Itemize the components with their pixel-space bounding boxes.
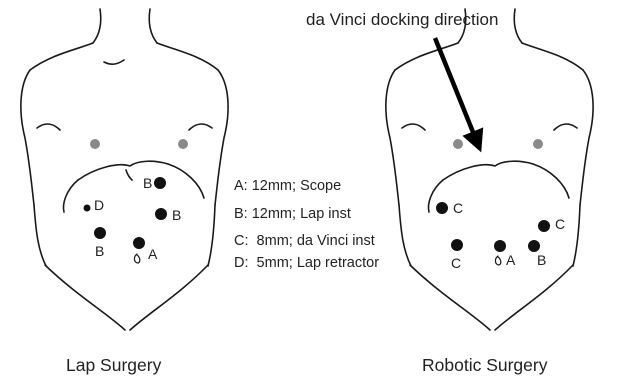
lap-xiphoid bbox=[126, 170, 132, 180]
lap-ports: B D B B A bbox=[84, 175, 182, 263]
robotic-hip-right bbox=[573, 205, 580, 266]
lap-port-A bbox=[133, 237, 145, 249]
robotic-clavicle-right bbox=[522, 43, 583, 70]
lap-port-D-label: D bbox=[94, 197, 104, 213]
lap-costal-top bbox=[78, 161, 168, 180]
robotic-port-C2-label: C bbox=[555, 216, 565, 232]
lap-port-B3 bbox=[94, 227, 106, 239]
lap-port-B2 bbox=[155, 208, 167, 220]
lap-costal-left bbox=[64, 180, 78, 212]
robotic-side-right bbox=[580, 70, 593, 205]
lap-hip-right bbox=[208, 205, 215, 266]
robotic-port-B-label: B bbox=[537, 252, 546, 268]
robotic-port-C1-label: C bbox=[453, 200, 463, 216]
lap-nipple-left bbox=[90, 139, 100, 149]
lap-pelvis-right bbox=[130, 265, 208, 330]
robotic-port-C3-label: C bbox=[451, 255, 461, 271]
lap-side-right bbox=[215, 70, 228, 205]
legend-item-b: B: 12mm; Lap inst bbox=[234, 206, 351, 222]
lap-torso bbox=[21, 9, 228, 330]
docking-arrow-icon bbox=[435, 38, 477, 142]
robotic-port-A bbox=[494, 240, 506, 252]
robotic-port-C2 bbox=[538, 220, 550, 232]
robotic-port-C3 bbox=[451, 239, 463, 251]
robotic-pelvis-left bbox=[410, 265, 490, 330]
robotic-torso bbox=[386, 9, 593, 330]
lap-title: Lap Surgery bbox=[66, 355, 162, 375]
lap-neck-left bbox=[93, 9, 101, 43]
legend-item-c: C: 8mm; da Vinci inst bbox=[234, 233, 375, 249]
lap-hip-left bbox=[34, 205, 46, 266]
legend-item-d: D: 5mm; Lap retractor bbox=[234, 255, 379, 271]
robotic-hip-left bbox=[399, 205, 411, 266]
robotic-umbilicus-icon bbox=[495, 256, 500, 265]
lap-sternal-notch bbox=[104, 60, 124, 64]
robotic-nipple-left bbox=[453, 139, 463, 149]
robotic-pelvis-right bbox=[495, 265, 573, 330]
lap-port-B1 bbox=[154, 177, 166, 189]
umbilicus-icon bbox=[134, 254, 139, 263]
port-legend: A: 12mm; Scope B: 12mm; Lap inst C: 8mm;… bbox=[234, 178, 379, 271]
lap-port-A-label: A bbox=[148, 246, 158, 262]
robotic-port-B bbox=[528, 240, 540, 252]
robotic-nipple-right bbox=[533, 139, 543, 149]
robotic-costal-right bbox=[533, 164, 569, 198]
lap-port-B3-label: B bbox=[95, 243, 104, 259]
robotic-title: Robotic Surgery bbox=[422, 355, 548, 375]
robotic-costal-top bbox=[443, 161, 533, 180]
lap-pectoral-left bbox=[37, 124, 60, 130]
lap-clavicle-left bbox=[30, 43, 93, 70]
lap-port-B2-label: B bbox=[172, 207, 181, 223]
legend-item-a: A: 12mm; Scope bbox=[234, 178, 341, 194]
lap-nipple-right bbox=[178, 139, 188, 149]
robotic-pectoral-right bbox=[554, 124, 577, 130]
lap-clavicle-right bbox=[157, 43, 218, 70]
lap-port-B1-label: B bbox=[143, 175, 152, 191]
lap-neck-right bbox=[149, 9, 157, 43]
robotic-neck-right bbox=[514, 9, 522, 43]
robotic-pectoral-left bbox=[402, 124, 425, 130]
robotic-ports: C C C A B bbox=[436, 200, 565, 271]
robotic-port-C1 bbox=[436, 202, 448, 214]
lap-pectoral-right bbox=[189, 124, 212, 130]
lap-side-left bbox=[21, 70, 34, 205]
robotic-port-A-label: A bbox=[506, 252, 516, 268]
lap-pelvis-left bbox=[45, 265, 125, 330]
docking-direction-label: da Vinci docking direction bbox=[306, 10, 498, 29]
lap-costal-right bbox=[168, 164, 204, 198]
robotic-side-left bbox=[386, 70, 399, 205]
lap-port-D bbox=[84, 205, 91, 212]
